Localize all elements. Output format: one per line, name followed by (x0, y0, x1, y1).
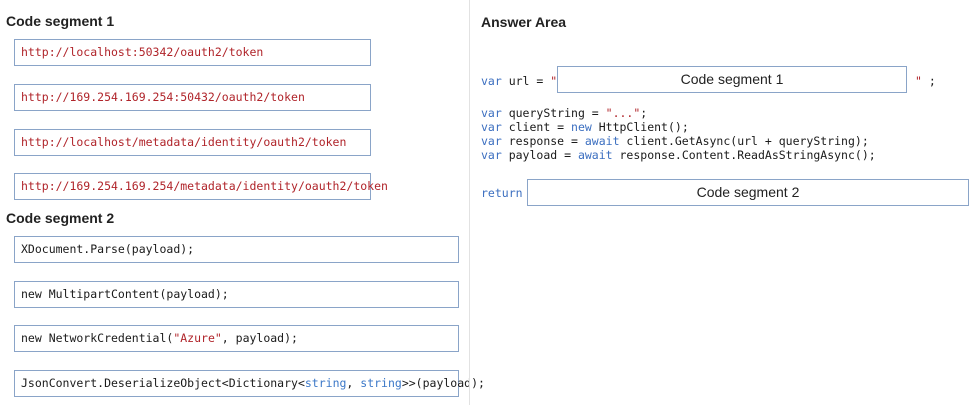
code-line-url: var url = " (481, 74, 557, 88)
tile-text: >>(payload); (401, 376, 485, 390)
segment2-tile-multipart-content[interactable]: new MultipartContent(payload); (14, 281, 459, 308)
code-segment-1-heading: Code segment 1 (6, 13, 115, 29)
drop-target-code-segment-2[interactable]: Code segment 2 (527, 179, 969, 206)
code-text: ; (640, 106, 648, 120)
return-keyword: return (481, 186, 523, 200)
code-text: response = (501, 134, 585, 148)
segment1-tile-localhost-50342[interactable]: http://localhost:50342/oauth2/token (14, 39, 371, 66)
code-text: url = (501, 74, 551, 88)
drop-target-code-segment-1[interactable]: Code segment 1 (557, 66, 907, 93)
string-literal: "..." (605, 106, 641, 120)
code-line-response: var response = await client.GetAsync(url… (481, 134, 869, 148)
code-text: ; (921, 74, 936, 88)
code-line-client: var client = new HttpClient(); (481, 120, 689, 134)
tile-text: , (346, 376, 361, 390)
panel-divider (469, 0, 470, 405)
answer-area-heading: Answer Area (481, 14, 567, 30)
tile-text: , payload); (221, 331, 298, 345)
code-text: client.GetAsync(url + queryString); (619, 134, 869, 148)
segment2-tile-xdocument-parse[interactable]: XDocument.Parse(payload); (14, 236, 459, 263)
code-segment-2-heading: Code segment 2 (6, 210, 115, 226)
tile-text: new NetworkCredential( (21, 331, 174, 345)
quote-open: " (550, 74, 558, 88)
keyword: await (584, 134, 620, 148)
code-text: client = (501, 120, 572, 134)
code-text: queryString = (501, 106, 606, 120)
code-text: response.Content.ReadAsStringAsync(); (612, 148, 876, 162)
segment2-tile-jsonconvert[interactable]: JsonConvert.DeserializeObject<Dictionary… (14, 370, 485, 397)
tile-type: string (304, 376, 347, 390)
keyword: var (481, 120, 502, 134)
quote-close: " (915, 74, 922, 88)
keyword: var (481, 148, 502, 162)
code-text: payload = (501, 148, 578, 162)
tile-string: "Azure" (173, 331, 222, 345)
code-text: HttpClient(); (591, 120, 689, 134)
segment1-tile-localhost-metadata[interactable]: http://localhost/metadata/identity/oauth… (14, 129, 371, 156)
code-line-querystring: var queryString = "..."; (481, 106, 647, 120)
segment2-tile-network-credential[interactable]: new NetworkCredential("Azure", payload); (14, 325, 459, 352)
code-line-url-end: " ; (915, 74, 936, 88)
tile-type: string (360, 376, 402, 390)
keyword: var (481, 74, 502, 88)
keyword: var (481, 106, 502, 120)
keyword: new (571, 120, 592, 134)
keyword: await (577, 148, 613, 162)
tile-text: JsonConvert.DeserializeObject<Dictionary… (21, 376, 305, 390)
segment1-tile-169-metadata[interactable]: http://169.254.169.254/metadata/identity… (14, 173, 388, 200)
segment1-tile-169-50432[interactable]: http://169.254.169.254:50432/oauth2/toke… (14, 84, 371, 111)
keyword: var (481, 134, 502, 148)
code-line-payload: var payload = await response.Content.Rea… (481, 148, 876, 162)
